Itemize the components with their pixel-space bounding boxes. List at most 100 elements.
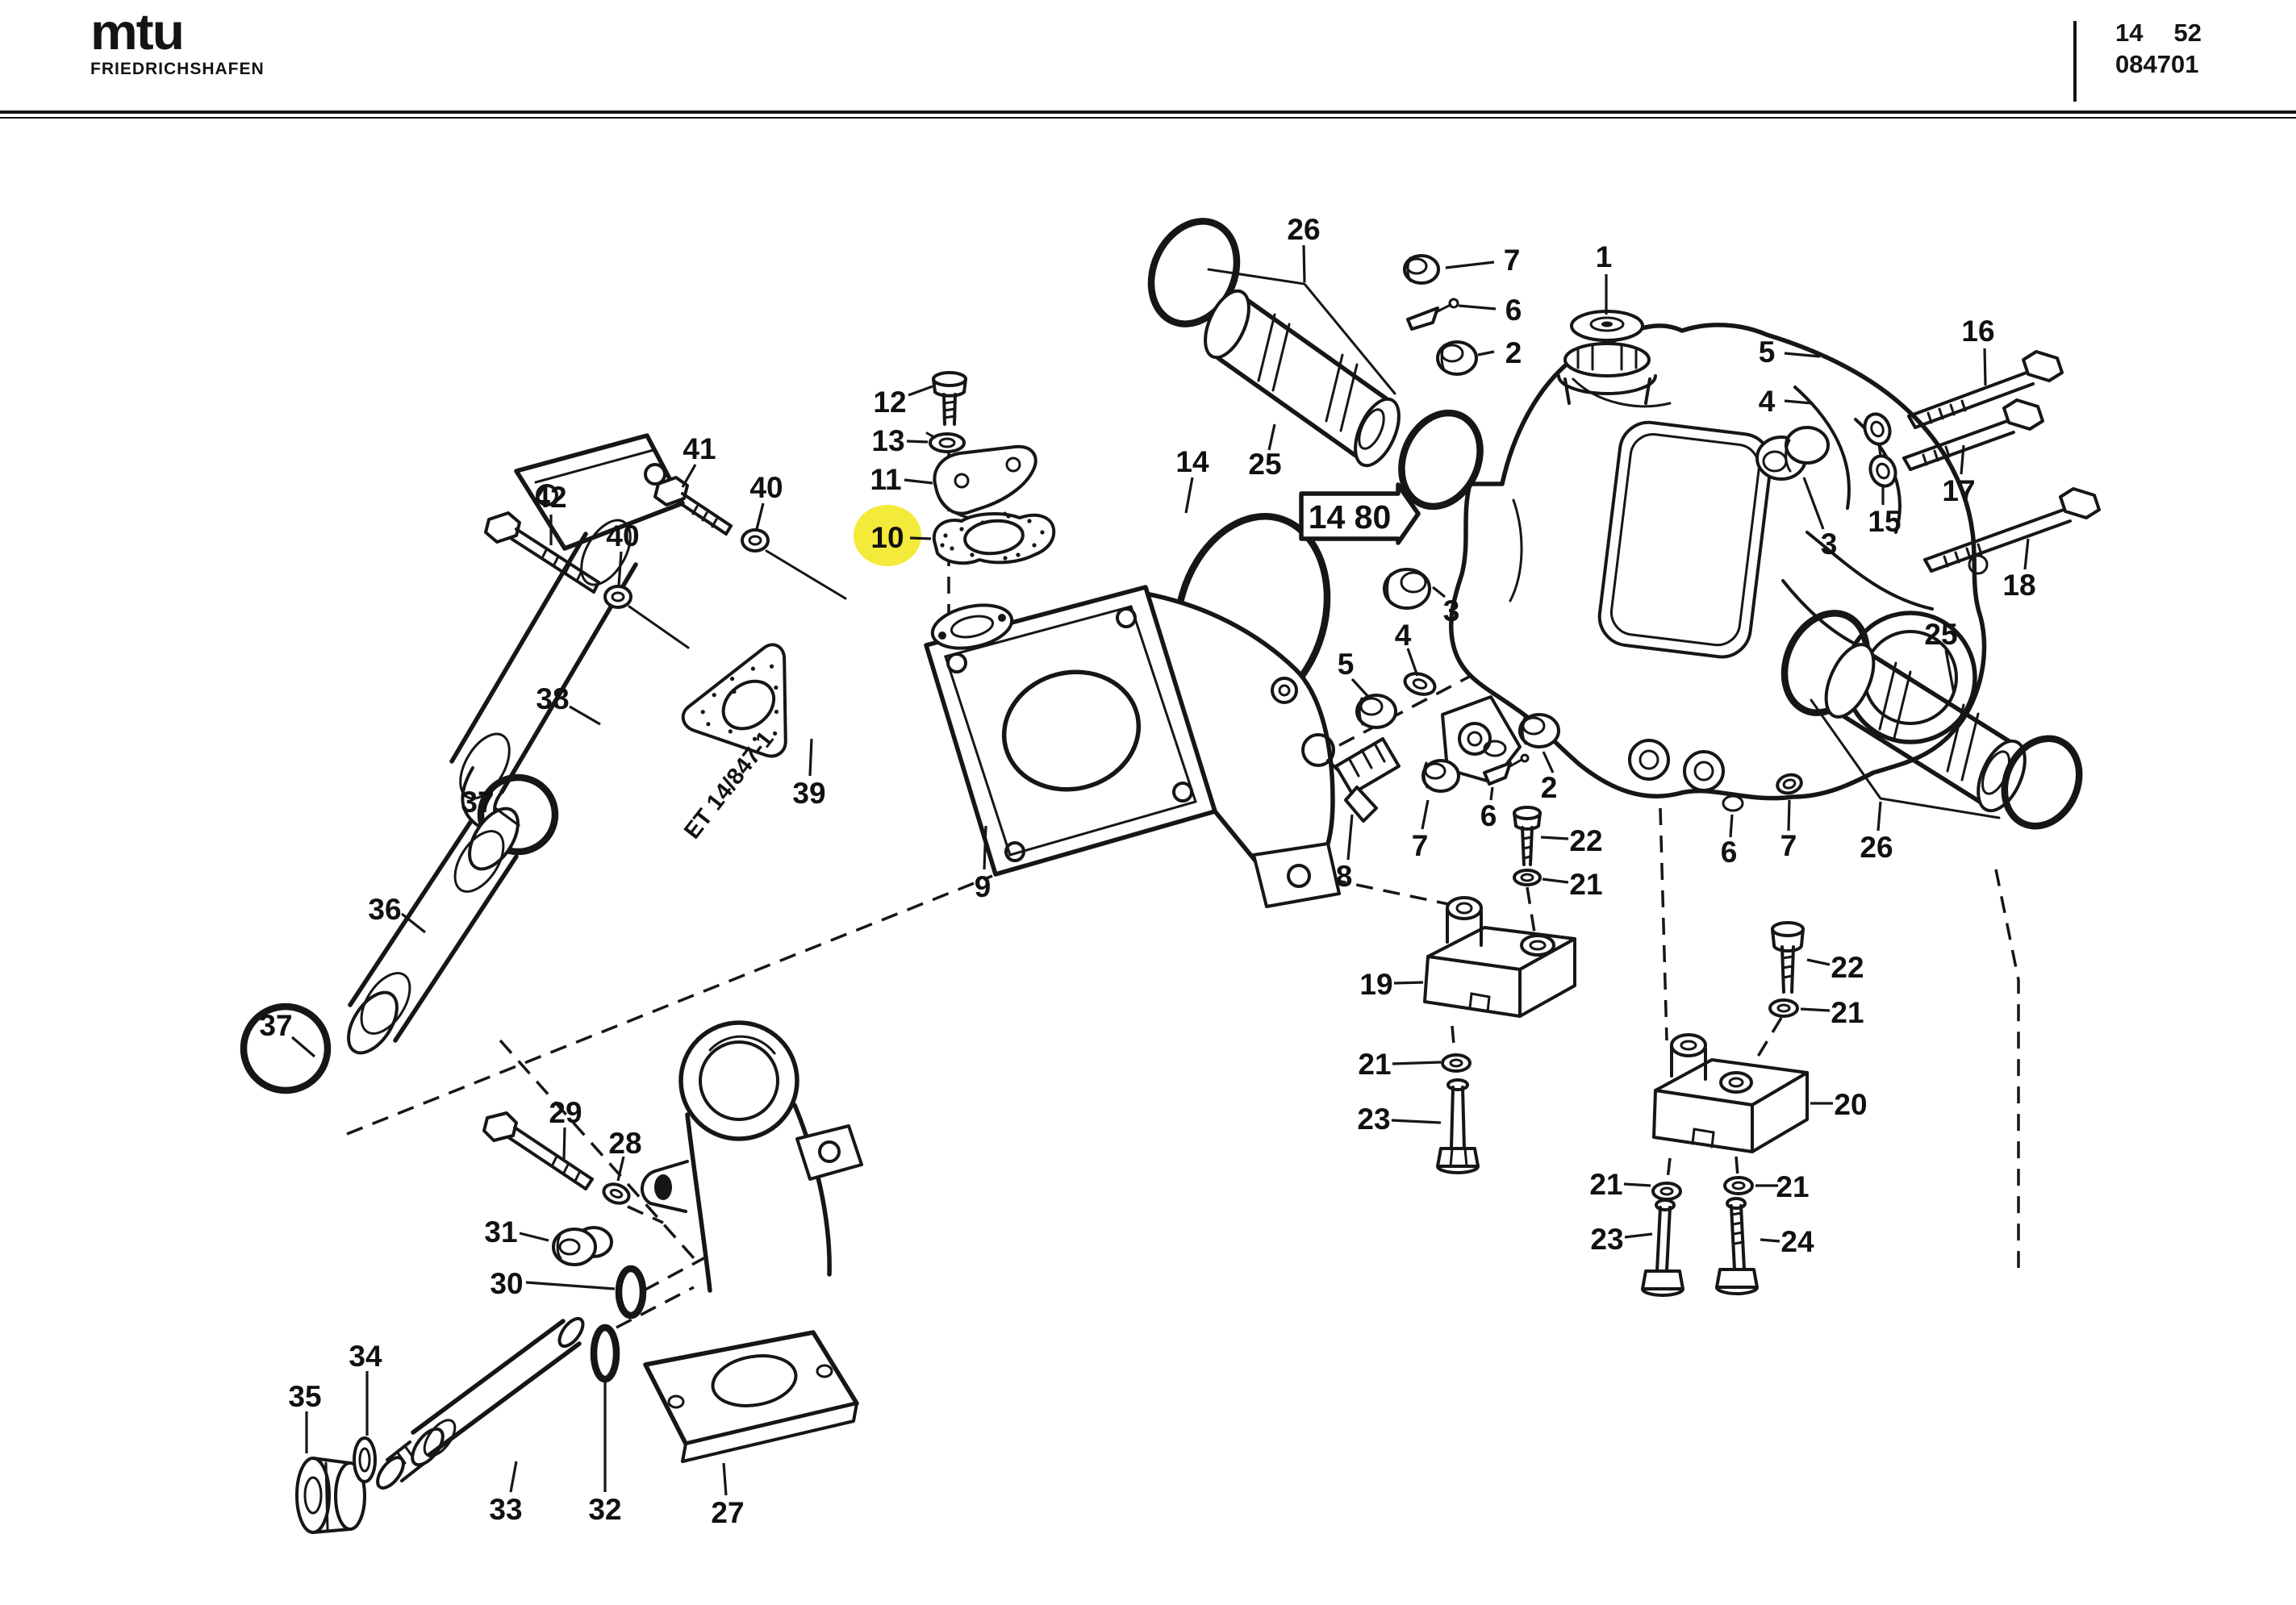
part-callout-22: 22 (1569, 824, 1602, 857)
callout-leader-28 (616, 1156, 625, 1182)
callout-leader-37 (290, 1036, 316, 1058)
plug-5-left (1355, 694, 1397, 729)
part-callout-39: 39 (792, 777, 825, 810)
callout-leader-31 (519, 1232, 549, 1242)
callout-leader-7 (1421, 799, 1430, 830)
vent-valve-6-top (1406, 298, 1459, 331)
part-callout-4: 4 (1759, 385, 1776, 418)
part-callout-27: 27 (711, 1496, 744, 1529)
callout-leader-29 (562, 1127, 566, 1161)
part-callout-14: 14 (1175, 445, 1209, 478)
ref-box-label: 14 80 (1309, 498, 1392, 536)
callout-leader-23 (1624, 1232, 1653, 1239)
manifold-housing-9 (924, 585, 1341, 908)
washer-13 (925, 431, 966, 453)
bolt-23-b (1641, 1199, 1684, 1297)
part-callout-7: 7 (1412, 829, 1429, 862)
callout-leader-38 (569, 705, 601, 726)
callout-leader-5 (1350, 677, 1371, 700)
part-callout-24: 24 (1780, 1225, 1814, 1258)
o-ring-26-left (1147, 218, 1241, 327)
callout-leader-13 (906, 440, 929, 444)
part-callout-38: 38 (536, 682, 569, 715)
o-ring-26-right-b (2001, 735, 2083, 830)
seal-6-right (1722, 794, 1744, 812)
washer-40-b (603, 585, 690, 649)
callout-leader-17 (1960, 444, 1965, 475)
pipe-36 (347, 807, 520, 1055)
part-callout-6: 6 (1721, 836, 1738, 869)
part-callout-9: 9 (975, 870, 991, 903)
callout-leader-30 (525, 1281, 616, 1290)
callout-leader-18 (2023, 538, 2030, 570)
callout-leader-11 (904, 478, 933, 485)
bracket-20 (1652, 1033, 1809, 1153)
part-callout-28: 28 (608, 1127, 641, 1160)
part-callout-26: 26 (1287, 213, 1320, 246)
callout-leader-4 (1784, 399, 1813, 405)
part-callout-23: 23 (1357, 1103, 1390, 1136)
part-callout-4: 4 (1395, 619, 1412, 652)
callout-leader-26 (1876, 801, 1882, 832)
part-callout-35: 35 (288, 1380, 321, 1413)
part-callout-30: 30 (490, 1267, 523, 1300)
part-callout-33: 33 (489, 1493, 522, 1526)
part-callout-32: 32 (588, 1493, 621, 1526)
callout-leader-22 (1540, 836, 1569, 840)
callout-leader-5 (1784, 352, 1821, 358)
part-callout-31: 31 (484, 1215, 517, 1249)
part-callout-42: 42 (533, 481, 566, 514)
housing-gasket-face (1597, 420, 1772, 659)
bolt-42 (484, 511, 600, 594)
part-callout-19: 19 (1359, 968, 1392, 1001)
washers-15 (1863, 412, 1897, 488)
callout-leader-36 (401, 912, 426, 934)
mtu-logo: mtu FRIEDRICHSHAFEN (90, 5, 265, 79)
part-callout-34: 34 (349, 1340, 382, 1373)
ref-box-14-80: 14 80 (1299, 482, 1421, 545)
callout-leader-2 (1542, 751, 1555, 773)
bolt-29 (482, 1111, 594, 1190)
callout-leader-6 (1489, 786, 1494, 801)
pipe-25-right (1780, 610, 2083, 830)
part-callout-20: 20 (1834, 1088, 1867, 1121)
part-callout-29: 29 (549, 1096, 582, 1129)
callout-leader-25 (1944, 649, 1956, 694)
o-ring-37-bottom (240, 1003, 332, 1094)
callout-leader-24 (1760, 1238, 1780, 1243)
callout-leader-6 (1458, 304, 1497, 311)
callout-leader-39 (808, 738, 813, 777)
washer-21-b (1651, 1182, 1682, 1201)
part-callout-36: 36 (368, 893, 401, 926)
plug-2-mid (1518, 713, 1560, 748)
drain-cock-8 (1301, 733, 1401, 823)
part-callout-16: 16 (1961, 315, 1994, 348)
callout-leader-25 (1267, 423, 1276, 451)
elbow-27 (641, 1020, 863, 1463)
part-callout-22: 22 (1831, 951, 1864, 984)
part-callout-23: 23 (1590, 1223, 1623, 1256)
cover-stack (925, 371, 1056, 565)
gasket-10 (932, 512, 1056, 565)
callout-layer: 2676215416171531825267625141213111041404… (259, 213, 2035, 1529)
washer-34 (353, 1436, 377, 1483)
part-callout-10: 10 (870, 521, 904, 554)
part-callout-40: 40 (606, 519, 639, 552)
callout-leader-8 (1346, 814, 1354, 861)
washer-28 (602, 1182, 631, 1205)
callout-leader-12 (908, 385, 933, 397)
part-callout-7: 7 (1780, 829, 1797, 862)
washer-40-a (741, 528, 847, 600)
part-callout-3: 3 (1821, 527, 1838, 561)
o-ring-32 (590, 1324, 620, 1383)
callout-leader-27 (722, 1462, 728, 1496)
plug-31 (552, 1226, 613, 1266)
part-callout-3: 3 (1443, 594, 1460, 627)
part-callout-37: 37 (461, 786, 494, 819)
page-sheet: 52 (2173, 19, 2202, 47)
pipe-25-left (1147, 218, 1484, 511)
part-callout-26: 26 (1860, 831, 1893, 864)
part-callout-12: 12 (873, 386, 906, 419)
doc-number: 084701 (2115, 49, 2199, 78)
